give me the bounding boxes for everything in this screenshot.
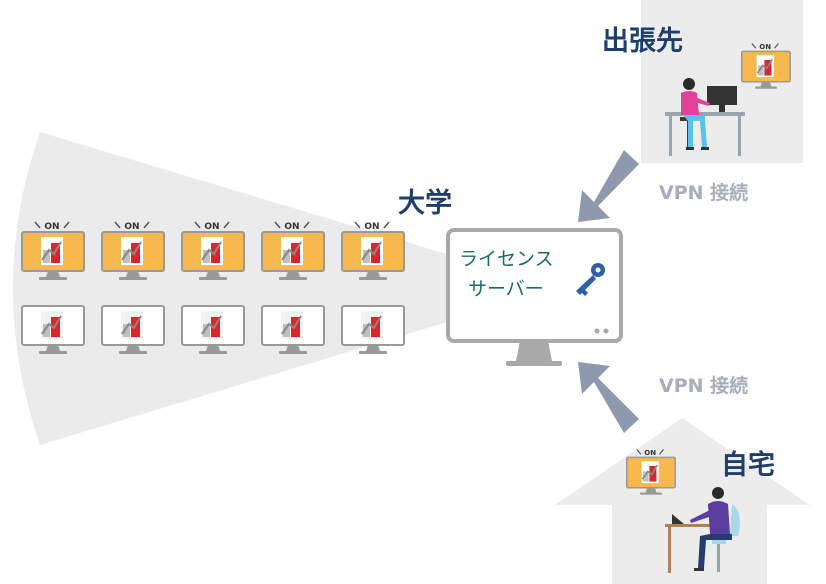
server-label-line2: サーバー <box>468 278 544 300</box>
business-trip-building <box>641 0 803 163</box>
monitor-icon <box>261 221 325 281</box>
monitor-icon <box>21 221 85 281</box>
person-icon <box>665 487 740 573</box>
license-server-monitor <box>446 228 623 366</box>
business-trip-label: 出張先 <box>602 26 683 57</box>
person-icon <box>665 78 745 156</box>
monitor-icon <box>261 305 325 355</box>
monitor-icon <box>341 305 405 355</box>
home-house <box>555 418 810 584</box>
arrow-icon <box>578 150 639 222</box>
monitor-icon <box>341 221 405 281</box>
monitor-icon <box>101 221 165 281</box>
key-icon <box>576 263 605 296</box>
university-fan <box>13 132 560 445</box>
monitor-icon <box>181 305 245 355</box>
vpn-label-bottom: VPN 接続 <box>659 375 749 397</box>
monitor-icon <box>101 305 165 355</box>
arrow-icon <box>578 362 639 433</box>
monitor-icon <box>181 221 245 281</box>
monitor-icon <box>21 305 85 355</box>
server-label-line1: ライセンス <box>459 248 554 270</box>
vpn-label-top: VPN 接続 <box>659 182 749 204</box>
university-label: 大学 <box>398 188 452 219</box>
home-label: 自宅 <box>721 450 775 481</box>
